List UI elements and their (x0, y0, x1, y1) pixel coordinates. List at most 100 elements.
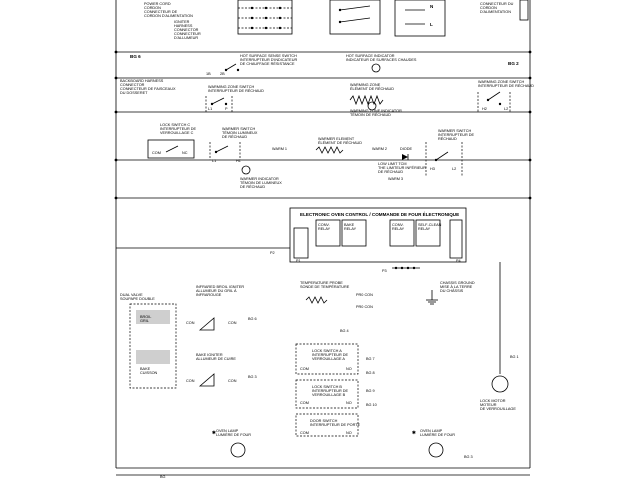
h1-warmer-label: H1 (236, 159, 241, 163)
hot-surface-sense-switch: HOT SURFACE SENSE SWITCH INTERRUPTEUR D'… (224, 54, 297, 72)
svg-text:PR0 CON: PR0 CON (356, 293, 373, 297)
igniter-con-pins: BG 6 CON CON BG 3 CON CON (186, 317, 257, 383)
svg-text:NC: NC (182, 151, 188, 155)
warmer-element: WARMER ELEMENT ÉLÉMENT DE RÉCHAUD (315, 137, 362, 154)
oven-lamp-right: OVEN LAMP LUMIÈRE DE FOUR ✱ (412, 429, 455, 458)
svg-text:BG 6: BG 6 (248, 317, 257, 321)
p4-connector (449, 219, 463, 259)
oven-lamp-left: OVEN LAMP LUMIÈRE DE FOUR ✱ (212, 429, 251, 458)
svg-text:RELAY: RELAY (392, 227, 405, 231)
svg-text:WARMING ZONE SWITCH: WARMING ZONE SWITCH (208, 85, 255, 89)
svg-text:INFRAROUGE: INFRAROUGE (196, 293, 222, 297)
svg-text:CUISSON: CUISSON (140, 371, 158, 375)
svg-text:INTERRUPTEUR DE: INTERRUPTEUR DE (438, 133, 475, 137)
svg-text:SELF-CLEAN: SELF-CLEAN (418, 223, 442, 227)
svg-text:✱: ✱ (212, 430, 217, 435)
svg-text:NO: NO (346, 401, 352, 405)
warming-zone-switch-left: WARMING ZONE SWITCH INTERRUPTEUR DE RÉCH… (205, 85, 264, 112)
svg-text:CONNECTEUR DE: CONNECTEUR DE (144, 10, 178, 14)
svg-text:OVEN LAMP: OVEN LAMP (420, 429, 443, 433)
svg-text:NO: NO (346, 367, 352, 371)
svg-text:LOCK MOTOR: LOCK MOTOR (480, 399, 506, 403)
l1-warmer-label: L1 (212, 159, 216, 163)
lock-switch-c: LOCK SWITCH C INTERRUPTEUR DE VERROUILLA… (147, 123, 197, 159)
svg-text:P3: P3 (382, 269, 387, 273)
svg-text:CONNECTOR: CONNECTOR (174, 28, 199, 32)
svg-text:NO: NO (346, 431, 352, 435)
p1-connector (293, 227, 309, 259)
svg-text:INTERRUPTEUR DE RÉCHAUD: INTERRUPTEUR DE RÉCHAUD (208, 88, 264, 93)
svg-text:DUAL VALVE: DUAL VALVE (120, 293, 143, 297)
svg-text:CONV.: CONV. (392, 223, 404, 227)
svg-text:LOW LIMIT TCM: LOW LIMIT TCM (378, 162, 407, 166)
svg-text:SONDE DE TEMPÉRATURE: SONDE DE TEMPÉRATURE (300, 284, 350, 289)
warm3-label: WARM 3 (388, 177, 403, 181)
svg-text:DE RÉCHAUD: DE RÉCHAUD (222, 134, 247, 139)
svg-text:TÉMOIN DE LUMINEUX: TÉMOIN DE LUMINEUX (240, 180, 282, 185)
svg-text:P4: P4 (456, 259, 461, 263)
warming-zone-switch-right: WARMING ZONE SWITCH INTERRUPTEUR DE RÉCH… (477, 80, 534, 112)
bg3-label: BG 3 (464, 455, 473, 459)
svg-text:LOCK SWITCH C: LOCK SWITCH C (160, 123, 190, 127)
l1-left-label: L1 (208, 107, 212, 111)
svg-text:WARMING ZONE: WARMING ZONE (350, 83, 381, 87)
diode: DIODE (400, 147, 412, 160)
bg2-top-label: BG 2 (508, 61, 519, 66)
warming-zone-indicator: WARMING ZONE INDICATOR TÉMOIN DE RÉCHAUD (350, 101, 402, 117)
svg-text:D'ALLUMEUR: D'ALLUMEUR (174, 36, 198, 40)
power-terminal-block: N L (394, 0, 446, 37)
svg-text:DIODE: DIODE (400, 147, 412, 151)
bg7-label: BG 7 (366, 357, 375, 361)
svg-text:INDICATEUR DE SURFACES CHAUDES: INDICATEUR DE SURFACES CHAUDES (346, 58, 417, 62)
svg-text:BAKE IGNITER: BAKE IGNITER (196, 353, 223, 357)
svg-text:TÉMOIN DE RÉCHAUD: TÉMOIN DE RÉCHAUD (350, 112, 391, 117)
relay-1 (315, 219, 341, 247)
pin-2b-label: 2B (220, 72, 225, 76)
svg-text:BG 3: BG 3 (248, 375, 257, 379)
svg-text:BAKE: BAKE (344, 223, 355, 227)
svg-text:WARMER SWITCH: WARMER SWITCH (222, 127, 255, 131)
bg-bottom-label: BG (160, 475, 166, 479)
svg-text:CON: CON (228, 379, 237, 383)
svg-text:DE RÉCHAUD: DE RÉCHAUD (240, 184, 265, 189)
svg-text:WARMING ZONE INDICATOR: WARMING ZONE INDICATOR (350, 109, 402, 113)
h3-label: H3 (430, 167, 435, 171)
warmer-indicator: WARMER INDICATOR TÉMOIN DE LUMINEUX DE R… (240, 165, 282, 189)
svg-text:DE CHAUFFAGE RÉSISTANCE: DE CHAUFFAGE RÉSISTANCE (240, 61, 295, 66)
svg-text:CONNECTEUR DE FAISCEAUX: CONNECTEUR DE FAISCEAUX (120, 87, 176, 91)
svg-text:COM: COM (300, 367, 309, 371)
svg-text:BACKBOARD HARNESS: BACKBOARD HARNESS (120, 79, 164, 83)
svg-text:WARMER ELEMENT: WARMER ELEMENT (318, 137, 355, 141)
h2-right-label: H2 (482, 107, 487, 111)
bg1-label: BG 1 (510, 355, 519, 359)
svg-text:ALLUMEUR DU GRIL À: ALLUMEUR DU GRIL À (196, 289, 237, 293)
broil-igniter: INFRARED BROIL IGNITER ALLUMEUR DU GRIL … (196, 285, 244, 331)
svg-text:ÉLÉMENT DE RÉCHAUD: ÉLÉMENT DE RÉCHAUD (318, 140, 362, 145)
eoc-title: ELECTRONIC OVEN CONTROL / COMMANDE DE FO… (300, 210, 459, 217)
bake-igniter: BAKE IGNITER ALLUMEUR DE CUIRE (196, 353, 236, 387)
svg-text:ÉLÉMENT DE RÉCHAUD: ÉLÉMENT DE RÉCHAUD (350, 86, 394, 91)
warming-zone-element: WARMING ZONE ÉLÉMENT DE RÉCHAUD (349, 83, 394, 106)
igniter-harness-connector-label: IGNITER HARNESS CONNECTOR CONNECTEUR D'A… (174, 20, 201, 40)
power-cord-connector-label: POWER CORD CORDON CONNECTEUR DE CORDON D… (144, 2, 193, 18)
relay-3 (389, 219, 415, 247)
svg-text:INTERRUPTEUR DE PORTE: INTERRUPTEUR DE PORTE (310, 423, 361, 427)
door-switch: DOOR SWITCH INTERRUPTEUR DE PORTE COM NO (295, 413, 361, 437)
main-bus-wires (114, 0, 532, 476)
svg-text:PR0 CON: PR0 CON (356, 305, 373, 309)
top-right-switch-block (329, 0, 381, 35)
svg-text:D'ALIMENTATION: D'ALIMENTATION (480, 10, 511, 14)
svg-text:CONV.: CONV. (318, 223, 330, 227)
relay-4 (415, 219, 441, 247)
igniter-connector-block (237, 0, 293, 35)
dual-valve: DUAL VALVE SOUPAPE DOUBLE BROIL GRIL BAK… (120, 293, 177, 389)
backboard-harness-connector-label: BACKBOARD HARNESS CONNECTOR CONNECTEUR D… (120, 79, 176, 95)
svg-text:ALLUMEUR DE CUIRE: ALLUMEUR DE CUIRE (196, 357, 236, 361)
svg-text:HARNESS: HARNESS (174, 24, 193, 28)
svg-text:CON: CON (186, 379, 195, 383)
svg-text:RELAY: RELAY (344, 227, 357, 231)
svg-text:VERROUILLAGE B: VERROUILLAGE B (312, 393, 346, 397)
svg-text:LUMIÈRE DE FOUR: LUMIÈRE DE FOUR (216, 432, 251, 437)
power-cord-connector-right-label: CONNECTEUR DU CORDON D'ALIMENTATION (480, 2, 514, 14)
